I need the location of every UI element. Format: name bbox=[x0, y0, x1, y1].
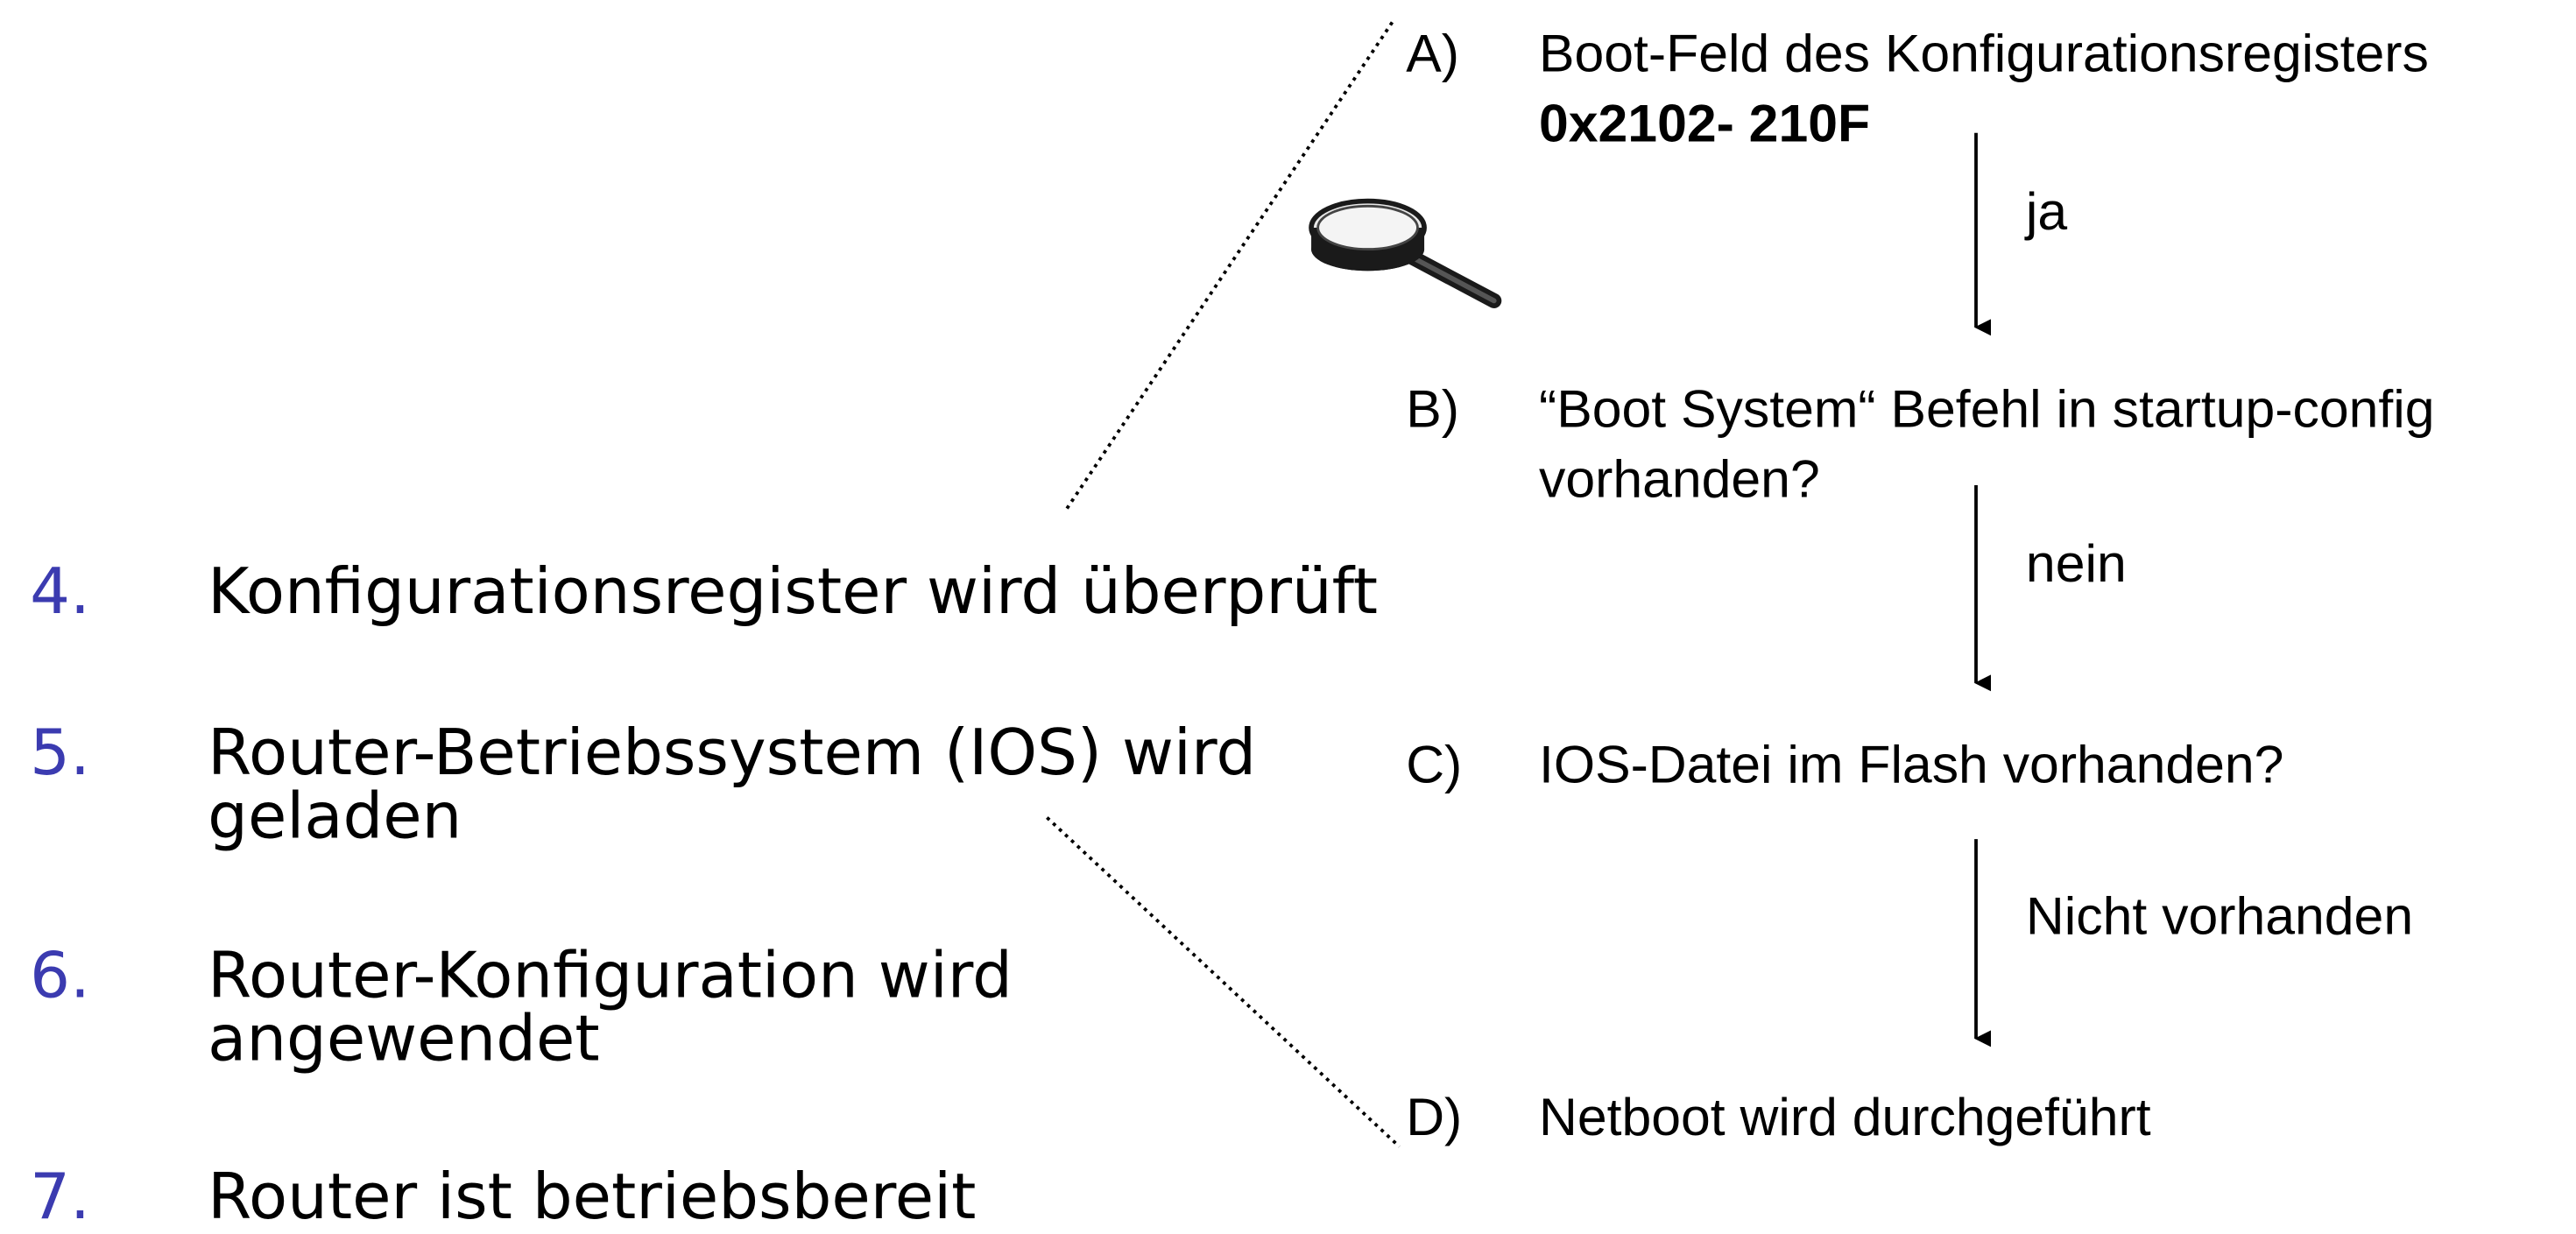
step-text: Router-Betriebssystem (IOS) wird bbox=[208, 716, 1257, 790]
flow-node-letter: A) bbox=[1406, 23, 1459, 83]
flow-node-text: Boot-Feld des Konfigurationsregisters bbox=[1538, 23, 2429, 83]
step-text: Konfigurationsregister wird überprüft bbox=[208, 554, 1379, 629]
step-number: 7. bbox=[30, 1160, 90, 1233]
flow-node-text: Netboot wird durchgeführt bbox=[1538, 1086, 2151, 1147]
zoom-guide-line-bottom bbox=[1046, 816, 1401, 1148]
flow-node-letter: C) bbox=[1406, 734, 1463, 794]
step-number: 6. bbox=[30, 939, 90, 1012]
step-text: Router ist betriebsbereit bbox=[208, 1160, 977, 1233]
flow-node-text: “Boot System“ Befehl in startup-config bbox=[1538, 378, 2435, 439]
step-number: 5. bbox=[30, 716, 90, 790]
flow-node-text: vorhanden? bbox=[1538, 448, 1820, 509]
zoom-guide-line-top bbox=[1065, 20, 1394, 510]
step-text: geladen bbox=[208, 779, 462, 853]
edge-label: Nicht vorhanden bbox=[2025, 885, 2414, 946]
edge-label: ja bbox=[2025, 180, 2068, 242]
flow-node-letter: B) bbox=[1406, 378, 1459, 439]
flow-node-letter: D) bbox=[1406, 1086, 1463, 1147]
flow-node-text: IOS-Datei im Flash vorhanden? bbox=[1538, 734, 2284, 794]
step-number: 4. bbox=[30, 554, 90, 629]
flow-node-value: 0x2102- 210F bbox=[1538, 93, 1871, 153]
step-text: Router-Konfiguration wird bbox=[208, 939, 1013, 1012]
edge-label: nein bbox=[2025, 533, 2127, 594]
step-text: angewendet bbox=[208, 1002, 600, 1075]
